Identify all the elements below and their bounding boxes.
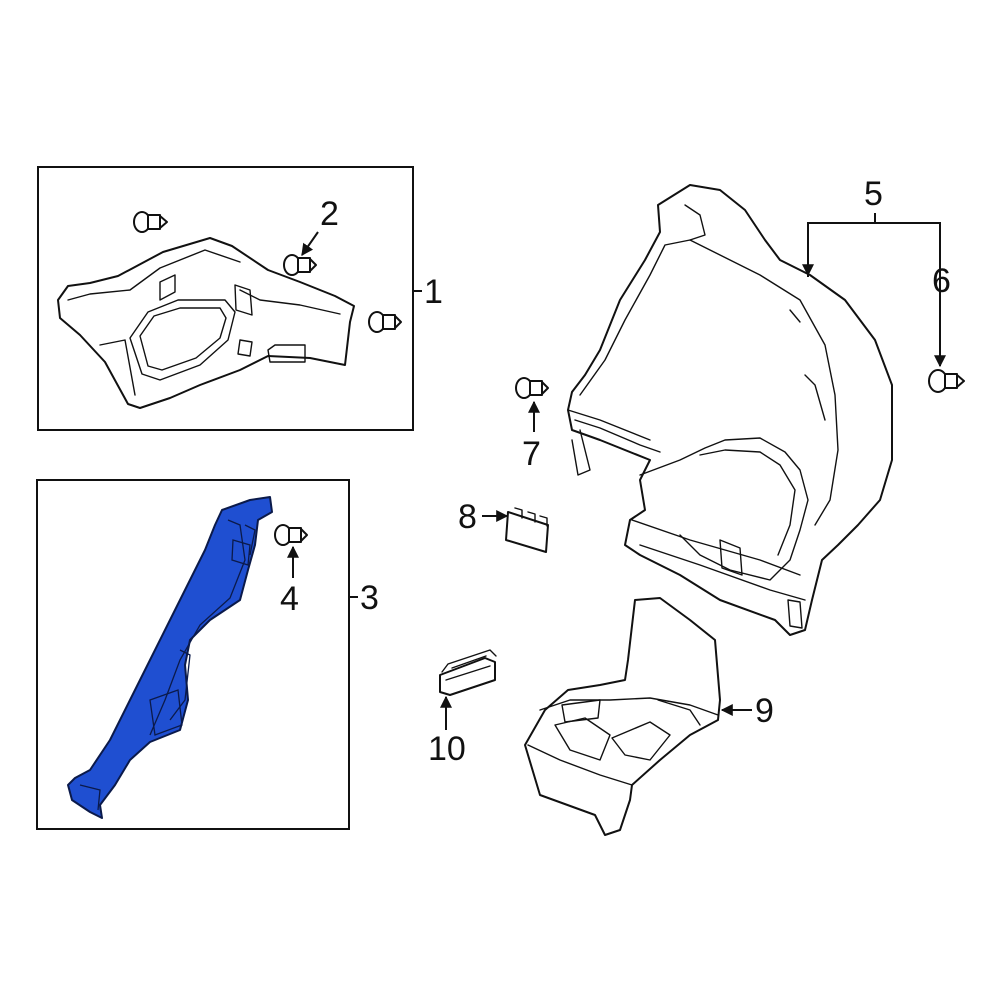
fastener-6[interactable] bbox=[928, 369, 965, 393]
group-box-3: 3 4 bbox=[36, 479, 379, 830]
clip-2[interactable] bbox=[283, 254, 317, 276]
callout-10[interactable]: 10 bbox=[428, 730, 466, 768]
callout-8[interactable]: 8 bbox=[458, 498, 477, 536]
callout-4[interactable]: 4 bbox=[280, 580, 299, 618]
side-trim-panel[interactable] bbox=[567, 184, 893, 636]
callout-6[interactable]: 6 bbox=[932, 262, 951, 300]
clip-7[interactable] bbox=[515, 377, 549, 399]
clip-4[interactable] bbox=[274, 524, 308, 546]
lamp-10[interactable] bbox=[439, 649, 497, 696]
callout-2[interactable]: 2 bbox=[320, 195, 339, 233]
quarter-trim-panel[interactable] bbox=[57, 237, 355, 409]
callout-5[interactable]: 5 bbox=[864, 175, 883, 213]
storage-tray-9[interactable] bbox=[524, 597, 721, 836]
callout-3[interactable]: 3 bbox=[360, 579, 379, 617]
clip-right[interactable] bbox=[368, 311, 402, 333]
callout-1[interactable]: 1 bbox=[424, 273, 443, 311]
callout-9[interactable]: 9 bbox=[755, 692, 774, 730]
clip-upper-left[interactable] bbox=[133, 211, 168, 233]
box-1-frame bbox=[37, 166, 414, 431]
pillar-trim-highlighted[interactable] bbox=[67, 496, 273, 819]
bracket-8[interactable] bbox=[505, 507, 549, 553]
box-3-frame bbox=[36, 479, 350, 830]
callout-7[interactable]: 7 bbox=[522, 435, 541, 473]
group-box-1: 1 2 bbox=[37, 166, 443, 431]
